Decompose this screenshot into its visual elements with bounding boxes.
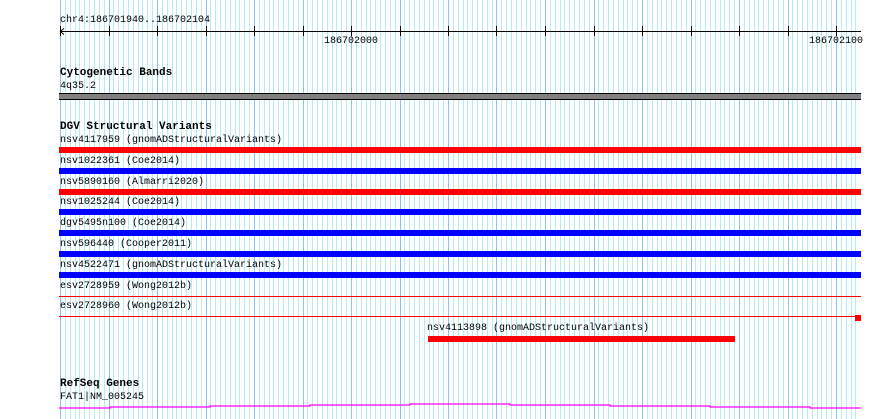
- dgv-feature-label: nsv4117959 (gnomADStructuralVariants): [60, 135, 283, 146]
- dgv-feature-label: dgv5495n100 (Coe2014): [60, 218, 187, 229]
- dgv-feature-bar[interactable]: [59, 296, 861, 297]
- ruler-tick-label: 186702000: [324, 36, 379, 47]
- dgv-feature-label: nsv4113898 (gnomADStructuralVariants): [427, 323, 650, 334]
- dgv-feature-bar[interactable]: [59, 189, 861, 195]
- dgv-feature-bar[interactable]: [59, 316, 861, 317]
- dgv-feature-bar[interactable]: [428, 336, 735, 342]
- cyto-track-title[interactable]: Cytogenetic Bands: [60, 67, 173, 79]
- dgv-feature-marker[interactable]: [855, 315, 861, 321]
- dgv-feature-label: nsv1025244 (Coe2014): [60, 197, 181, 208]
- dgv-feature-bar[interactable]: [59, 251, 861, 257]
- dgv-feature-bar[interactable]: [59, 230, 861, 236]
- dgv-feature-bar[interactable]: [59, 168, 861, 174]
- cyto-band-bar[interactable]: [59, 93, 861, 100]
- ruler-tick-label: 186702100: [809, 36, 864, 47]
- dgv-feature-label: nsv5890160 (Almarri2020): [60, 177, 205, 188]
- ruler-arrow: [59, 31, 65, 35]
- dgv-feature-label: nsv596440 (Cooper2011): [60, 239, 193, 250]
- ruler-location: chr4:186701940..186702104: [60, 15, 211, 26]
- dgv-feature-bar[interactable]: [59, 209, 861, 215]
- dgv-feature-label: nsv1022361 (Coe2014): [60, 156, 181, 167]
- cyto-band-label: 4q35.2: [60, 81, 97, 92]
- refseq-gene-label: FAT1|NM_005245: [60, 392, 145, 403]
- ruler-arrow: [59, 28, 65, 32]
- dgv-feature-label: esv2728959 (Wong2012b): [60, 281, 193, 292]
- dgv-feature-label: esv2728960 (Wong2012b): [60, 301, 193, 312]
- dgv-feature-label: nsv4522471 (gnomADStructuralVariants): [60, 260, 283, 271]
- dgv-feature-bar[interactable]: [59, 147, 861, 153]
- dgv-feature-bar[interactable]: [59, 272, 861, 278]
- dgv-track-title[interactable]: DGV Structural Variants: [60, 121, 212, 133]
- refseq-track-title[interactable]: RefSeq Genes: [60, 378, 140, 390]
- gene-line: [59, 403, 861, 409]
